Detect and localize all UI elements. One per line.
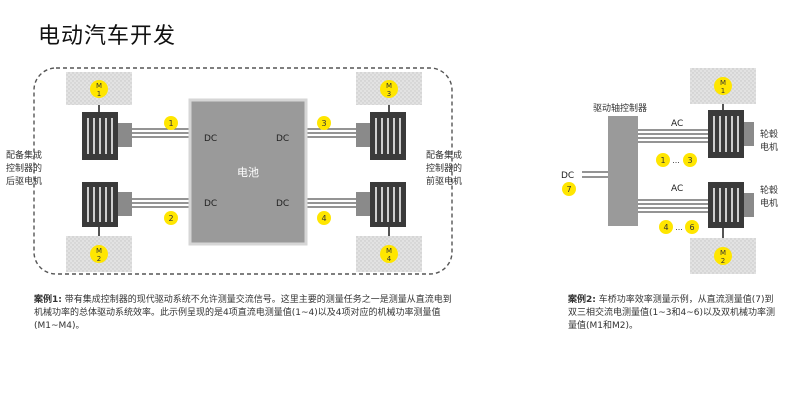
page-title: 电动汽车开发: [38, 24, 177, 49]
case2-caption-text: 车桥功率效率测量示例，从直流测量值(7)到双三相交流电测量值(1~3和4~6)以…: [568, 295, 776, 331]
svg-text:轮毂: 轮毂: [760, 128, 778, 140]
battery-dc-label-4: DC: [276, 199, 289, 209]
wheel-m3: M 3: [356, 72, 422, 105]
dc-lines-right: [306, 128, 356, 208]
badge-m2: [90, 245, 108, 263]
svg-text:2: 2: [168, 214, 173, 223]
svg-text:2: 2: [721, 257, 725, 265]
axle-controller-label: 驱动轴控制器: [593, 102, 647, 114]
svg-text:电机: 电机: [760, 197, 778, 209]
svg-text:控制器的: 控制器的: [426, 162, 462, 174]
battery-dc-label-1: DC: [204, 134, 217, 144]
hub-motor-label-top: 轮毂 电机: [760, 128, 778, 153]
svg-text:3: 3: [321, 119, 326, 128]
dc-input-lines: [582, 171, 608, 178]
case1-caption: 案例1: 带有集成控制器的现代驱动系统不允许测量交流信号。这里主要的测量任务之一…: [34, 294, 454, 333]
measurement-badge-3: 3: [317, 116, 331, 130]
badge-m3-number: 3: [387, 90, 391, 98]
case2-caption: 案例2: 车桥功率效率测量示例，从直流测量值(7)到双三相交流电测量值(1~3和…: [568, 294, 780, 333]
svg-text:控制器的: 控制器的: [6, 162, 42, 174]
wheel-m2: M 2: [66, 236, 132, 272]
svg-text:...: ...: [675, 223, 683, 232]
hub-motor-label-bottom: 轮毂 电机: [760, 184, 778, 209]
badge-m3-letter: M: [386, 82, 392, 90]
svg-text:配备集成: 配备集成: [6, 149, 42, 161]
svg-text:1: 1: [721, 87, 725, 95]
badge-m2-number: 2: [97, 255, 101, 263]
badge-m1-number: 1: [97, 90, 101, 98]
wheel2-m1: M 1: [690, 68, 756, 104]
badge-m3: [380, 80, 398, 98]
wheel-m1: M 1: [66, 72, 132, 105]
dc-lines-left: [132, 128, 190, 208]
svg-text:4: 4: [663, 223, 668, 232]
svg-text:...: ...: [672, 156, 680, 165]
svg-text:3: 3: [687, 156, 692, 165]
battery-block: 电池 DC DC DC DC: [188, 98, 308, 246]
ac-lines-top: [638, 129, 708, 143]
case1-diagram: M 1 M 3 M 2 M 4: [6, 67, 462, 275]
rear-motor-label: 配备集成 控制器的 后驱电机: [6, 149, 42, 187]
battery-dc-label-2: DC: [276, 134, 289, 144]
measurement-badge-7: 7: [562, 182, 576, 196]
badge-m1: [90, 80, 108, 98]
case2-diagram: M 1 M 2 驱动轴控制器 DC 7 AC: [561, 68, 778, 274]
ac-label-top: AC: [671, 119, 683, 129]
battery-label: 电池: [237, 166, 259, 179]
motor-rear-bottom-icon: [82, 182, 132, 227]
case2-caption-heading: 案例2:: [568, 295, 596, 305]
vehicle-outline: [33, 67, 453, 275]
svg-text:后驱电机: 后驱电机: [6, 175, 42, 187]
svg-text:轮毂: 轮毂: [760, 184, 778, 196]
ac-label-bottom: AC: [671, 184, 683, 194]
measurement-badges-1-3: 1 ... 3: [656, 153, 697, 167]
motor-front-top-icon: [356, 112, 406, 160]
svg-text:M: M: [720, 249, 726, 257]
badge-m2-letter: M: [96, 247, 102, 255]
case2-dc-label: DC: [561, 171, 574, 181]
badge2-m2: [714, 247, 732, 265]
badge2-m1: [714, 77, 732, 95]
svg-text:1: 1: [660, 156, 665, 165]
measurement-badge-2: 2: [164, 211, 178, 225]
svg-text:6: 6: [689, 223, 694, 232]
badge-m4-number: 4: [387, 255, 392, 263]
svg-text:配备集成: 配备集成: [426, 149, 462, 161]
ac-lines-bottom: [638, 199, 708, 213]
svg-text:7: 7: [566, 185, 571, 194]
svg-text:1: 1: [168, 119, 173, 128]
front-motor-label: 配备集成 控制器的 前驱电机: [426, 149, 462, 187]
svg-text:前驱电机: 前驱电机: [426, 175, 462, 187]
badge-m4-letter: M: [386, 247, 392, 255]
hub-motor-bottom-icon: [708, 182, 754, 228]
measurement-badge-1: 1: [164, 116, 178, 130]
svg-text:M: M: [720, 79, 726, 87]
case1-caption-text: 带有集成控制器的现代驱动系统不允许测量交流信号。这里主要的测量任务之一是测量从直…: [34, 295, 452, 331]
wheel-m4: M 4: [356, 236, 422, 272]
case1-caption-heading: 案例1:: [34, 295, 62, 305]
badge-m1-letter: M: [96, 82, 102, 90]
motor-front-bottom-icon: [356, 182, 406, 227]
wheel2-m2: M 2: [690, 238, 756, 274]
hub-motor-top-icon: [708, 110, 754, 158]
measurement-badge-4: 4: [317, 211, 331, 225]
svg-text:电机: 电机: [760, 141, 778, 153]
motor-rear-top-icon: [82, 112, 132, 160]
svg-text:4: 4: [321, 214, 326, 223]
axle-controller-block: [608, 116, 638, 226]
badge-m4: [380, 245, 398, 263]
battery-dc-label-3: DC: [204, 199, 217, 209]
measurement-badges-4-6: 4 ... 6: [659, 220, 699, 234]
